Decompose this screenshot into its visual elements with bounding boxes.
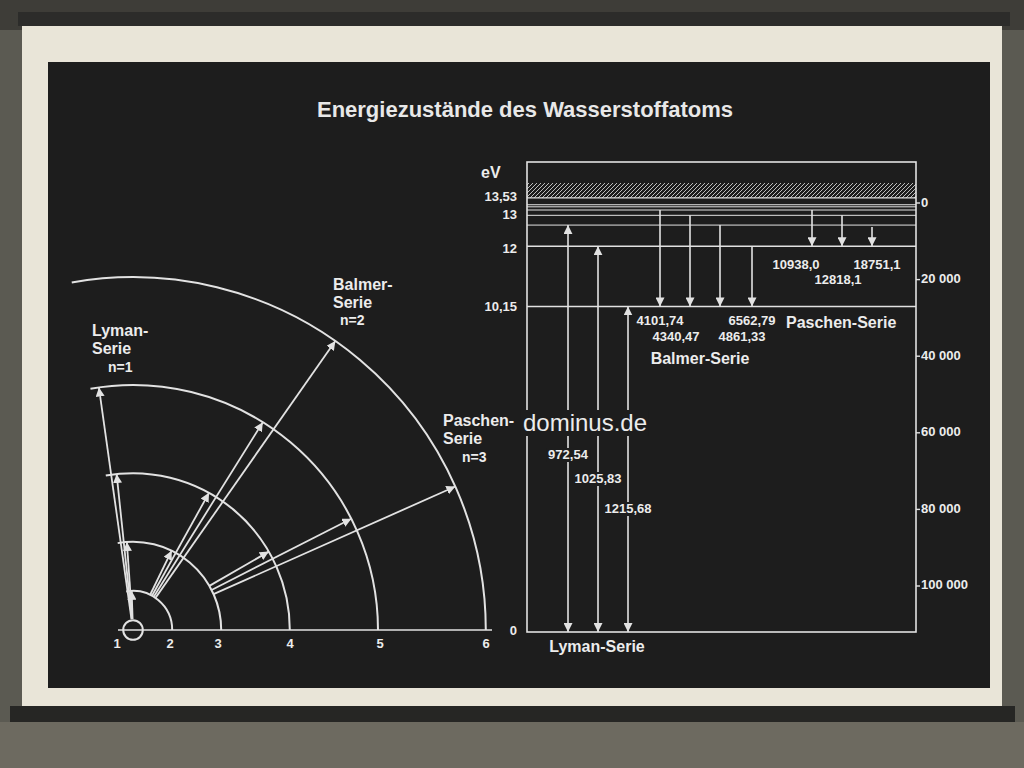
transition-arrow bbox=[214, 487, 456, 595]
quantum-number: n=1 bbox=[108, 360, 133, 375]
orbit-number: 2 bbox=[166, 637, 173, 651]
wavelength-value: 1025,83 bbox=[573, 472, 624, 486]
wavelength-value: 10938,0 bbox=[773, 258, 820, 272]
transition-arrow bbox=[719, 225, 721, 306]
transition-arrow bbox=[155, 341, 335, 598]
transition-arrow bbox=[212, 519, 352, 590]
wavenumber-value: 0 bbox=[921, 196, 928, 210]
orbit-arc bbox=[118, 542, 222, 630]
transition-arrow bbox=[659, 210, 661, 306]
chart-frame bbox=[527, 162, 916, 632]
transition-arrow bbox=[627, 306, 629, 632]
poster-title: Energiezustände des Wasserstoffatoms bbox=[317, 97, 733, 123]
bottom-roller bbox=[10, 706, 1015, 722]
scale-tick bbox=[916, 202, 920, 203]
wavelength-value: 972,54 bbox=[546, 448, 590, 462]
wavelength-value: 1215,68 bbox=[603, 502, 654, 516]
wavenumber-value: 100 000 bbox=[921, 578, 968, 592]
wavelength-value: 12818,1 bbox=[815, 273, 862, 287]
series-name: Lyman- Serie bbox=[92, 322, 148, 357]
transition-arrow bbox=[99, 387, 132, 619]
scale-tick bbox=[916, 356, 920, 357]
wavelength-value: 18751,1 bbox=[854, 258, 901, 272]
scale-tick bbox=[916, 279, 920, 280]
scale-tick bbox=[916, 432, 920, 433]
energy-value: 13,53 bbox=[484, 190, 517, 204]
transition-arrow bbox=[689, 215, 691, 306]
wall bbox=[0, 0, 1024, 30]
energy-level bbox=[527, 206, 916, 207]
energy-level bbox=[527, 245, 916, 247]
energy-value: 13 bbox=[503, 208, 517, 222]
quantum-number: n=2 bbox=[340, 313, 365, 328]
wavelength-value: 4340,47 bbox=[653, 330, 700, 344]
ionisation-line bbox=[527, 197, 916, 198]
wavenumber-value: 20 000 bbox=[921, 272, 961, 286]
series-name: Lyman-Serie bbox=[549, 638, 644, 656]
energy-level bbox=[527, 204, 916, 205]
watermark: dominus.de bbox=[521, 410, 649, 436]
transition-arrow bbox=[751, 246, 753, 306]
orbit-arc bbox=[90, 385, 378, 630]
energy-level bbox=[527, 215, 916, 216]
orbit-1 bbox=[123, 620, 143, 640]
orbit-number: 1 bbox=[113, 637, 120, 651]
wavenumber-value: 60 000 bbox=[921, 425, 961, 439]
poster-paper bbox=[22, 26, 1002, 714]
floor bbox=[0, 722, 1024, 768]
energy-value: 0 bbox=[510, 624, 517, 638]
orbit-number: 3 bbox=[214, 637, 221, 651]
baseline bbox=[118, 629, 492, 631]
series-name: Paschen- Serie bbox=[443, 412, 514, 447]
energy-level bbox=[527, 225, 916, 226]
continuum-hatch bbox=[527, 183, 916, 198]
scale-tick bbox=[916, 585, 920, 586]
wavelength-value: 6562,79 bbox=[729, 314, 776, 328]
transition-arrow bbox=[811, 210, 813, 246]
wavenumber-value: 80 000 bbox=[921, 502, 961, 516]
orbit-number: 4 bbox=[286, 637, 293, 651]
wavelength-value: 4101,74 bbox=[637, 314, 684, 328]
energy-level bbox=[527, 306, 916, 308]
transition-arrow bbox=[597, 246, 599, 632]
quantum-number: n=3 bbox=[462, 450, 487, 465]
energy-level bbox=[527, 210, 916, 211]
transition-arrow bbox=[117, 474, 132, 619]
wavelength-value: 4861,33 bbox=[719, 330, 766, 344]
orbit-arc bbox=[126, 591, 172, 630]
series-name: Paschen-Serie bbox=[786, 314, 896, 332]
black-panel bbox=[48, 62, 990, 688]
wavenumber-value: 40 000 bbox=[921, 349, 961, 363]
top-roller bbox=[18, 12, 1010, 26]
series-name: Balmer- Serie bbox=[333, 276, 393, 311]
series-name: Balmer-Serie bbox=[651, 350, 750, 368]
energy-value: 12 bbox=[503, 242, 517, 256]
transition-arrow bbox=[152, 493, 209, 596]
orbit-arc bbox=[106, 473, 290, 630]
orbit-number: 6 bbox=[482, 637, 489, 651]
transition-arrow bbox=[209, 552, 268, 586]
energy-value: 10,15 bbox=[484, 300, 517, 314]
transition-arrow bbox=[841, 215, 843, 246]
scale-tick bbox=[916, 509, 920, 510]
orbit-number: 5 bbox=[376, 637, 383, 651]
transition-arrow bbox=[154, 422, 263, 597]
orbit-arc bbox=[72, 277, 486, 630]
transition-arrow bbox=[871, 227, 873, 246]
axis-unit: eV bbox=[481, 164, 501, 182]
